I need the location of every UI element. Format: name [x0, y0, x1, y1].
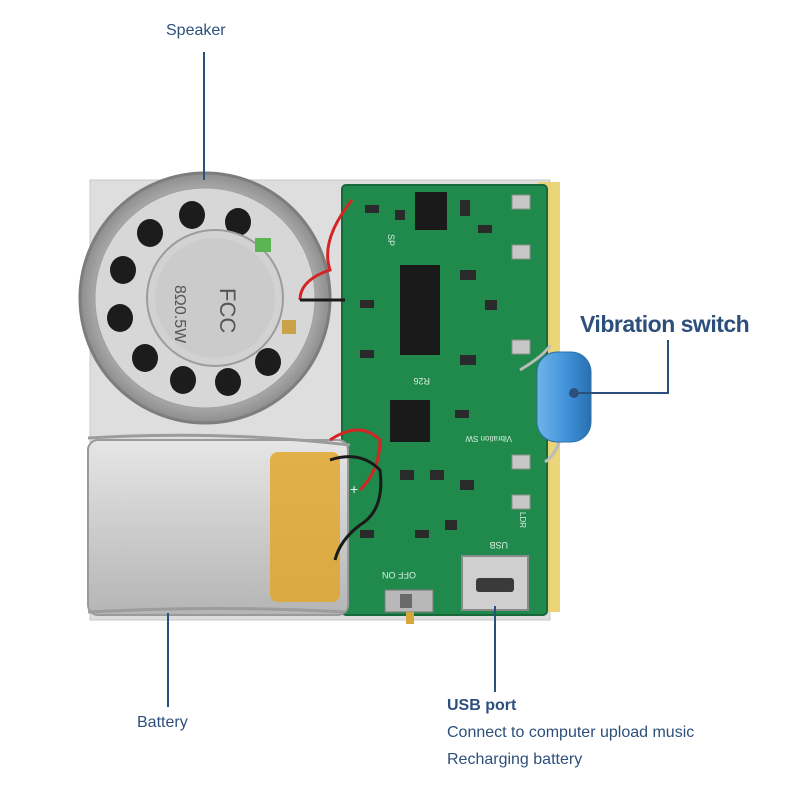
usb-leader-line	[494, 606, 496, 692]
silk-ldr: LDR	[518, 512, 527, 528]
usb-desc-upload: Connect to computer upload music	[447, 724, 695, 741]
speaker-leader-line	[203, 52, 205, 180]
speaker-label: Speaker	[166, 22, 226, 39]
silk-r26: R26	[413, 376, 430, 386]
battery-leader-line	[167, 613, 169, 707]
silk-vibration-sw: Vibration SW	[465, 434, 512, 443]
vibration-dot	[569, 388, 579, 398]
usb-port-label: USB port	[447, 697, 517, 714]
silk-off-on: OFF ON	[382, 570, 416, 580]
usb-desc-recharge: Recharging battery	[447, 751, 583, 768]
battery-graphic	[87, 433, 351, 616]
vibration-switch-graphic	[519, 344, 592, 464]
vibration-leader-h	[576, 392, 668, 394]
speaker-spec: 8Ω0.5W	[171, 285, 188, 344]
vibration-switch-label: Vibration switch	[580, 311, 750, 337]
vibration-leader-v	[667, 340, 669, 394]
silk-usb: USB	[489, 540, 508, 550]
speaker-graphic	[78, 171, 332, 425]
silk-plus: +	[350, 481, 358, 497]
speaker-marking: FCC	[215, 288, 240, 333]
silk-sp: SP	[386, 234, 396, 246]
battery-label: Battery	[137, 714, 188, 731]
